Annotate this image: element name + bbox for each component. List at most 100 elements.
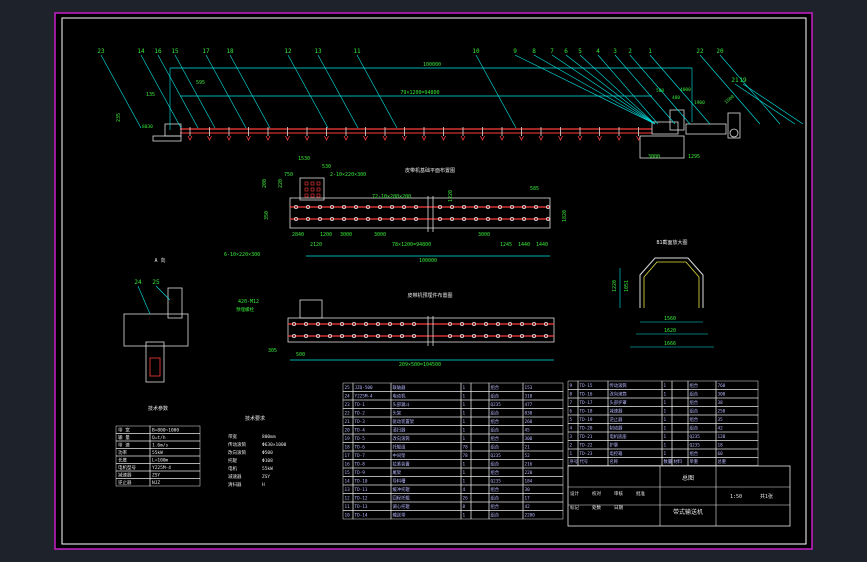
parts_right-text: 1 — [664, 383, 667, 389]
tech-param-key: 逆止器 — [118, 479, 132, 486]
head-frame — [651, 121, 679, 135]
idler-foot — [558, 135, 563, 141]
balloon-4: 4 — [596, 48, 600, 55]
balloon-22: 22 — [696, 48, 704, 55]
plan1-bolt — [389, 204, 394, 209]
plan1-bolt — [317, 204, 322, 209]
balloon-17: 17 — [202, 48, 210, 55]
plan1-head-pad — [299, 177, 325, 201]
support-b-label: 1295 — [688, 154, 700, 160]
parts-header-text: 总重 — [718, 458, 727, 465]
plan2-bolt — [544, 333, 549, 338]
plan2-bolt — [339, 321, 344, 326]
tech-param-value: Q=t/h — [152, 435, 166, 441]
parts_right-text: 1 — [664, 443, 667, 449]
parts_left-text: 联轴器 — [393, 384, 407, 391]
support-a-label: 3000 — [648, 154, 660, 160]
parts-header-cell — [715, 457, 759, 466]
plan1-top-b: 530 — [322, 164, 331, 170]
plan1-bolt — [485, 216, 490, 221]
plan1-bolt — [377, 204, 382, 209]
plan1-seg-b: 1200 — [320, 232, 332, 238]
idler-foot — [538, 135, 544, 141]
plan2-bolt — [459, 321, 464, 326]
plan1-bolt — [509, 216, 514, 221]
plan2-bolt — [387, 333, 392, 338]
tb-label: 日期 — [614, 505, 623, 511]
parts_right-text: TD-20 — [580, 426, 593, 432]
parts_left-text: 头部漏斗 — [393, 401, 411, 408]
leader-23 — [100, 54, 142, 129]
balloon-13: 13 — [314, 48, 322, 55]
plan2-bolt — [327, 321, 332, 326]
idler-foot — [226, 135, 232, 141]
tb-label: 标记 — [570, 504, 579, 511]
parts_right-text: 300 — [718, 392, 726, 398]
tech-req-title: 技术要求 — [245, 415, 265, 422]
plan1-outline — [289, 197, 551, 229]
parts_left-text: Q235 — [491, 479, 502, 485]
parts_left-text: 78 — [463, 453, 469, 459]
right-f-label: 1900 — [694, 100, 705, 106]
plan1-anchor — [316, 181, 321, 186]
parts_left-text: 组合 — [491, 435, 500, 442]
parts_left-text: 21 — [525, 445, 531, 451]
parts_left-text: 头架 — [393, 410, 402, 417]
plan1-anchor-a: 2-10×220×300 — [330, 172, 366, 178]
parts_right-text: 电控箱 — [610, 450, 624, 457]
plan2-bolt — [339, 333, 344, 338]
tech-param-value: L=100m — [152, 458, 169, 464]
leader-25 — [155, 285, 171, 301]
parts_left-text: 15 — [345, 470, 351, 476]
plan1-anchor-c: 6-10×220×300 — [224, 252, 260, 258]
leader-3 — [614, 54, 676, 125]
detail-a-base — [123, 313, 189, 347]
tb-drawing-name: 带式输送机 — [673, 508, 703, 516]
parts_right-text: 760 — [718, 383, 726, 389]
parts_left-text: 20 — [345, 428, 351, 434]
parts_left-text: 组合 — [491, 418, 500, 425]
parts_left-text: 1 — [463, 419, 466, 425]
parts_left-text: 改向滚筒 — [393, 435, 411, 442]
parts_right-text: 制动器 — [610, 425, 624, 432]
parts_right-text: 组合 — [690, 425, 699, 432]
idler-foot — [304, 135, 310, 141]
parts_left-text: 78 — [463, 445, 469, 451]
plan2-head-pad — [299, 299, 323, 319]
side-view: 10000079×1200=94800595135235803050048040… — [97, 48, 804, 160]
parts_left-text: 42 — [525, 504, 531, 510]
parts_left-text: TD-3 — [355, 419, 366, 425]
leader-7 — [551, 54, 656, 125]
plan2-bolt — [471, 321, 476, 326]
balloon-16: 16 — [154, 48, 162, 55]
parts_left-text: 153 — [525, 385, 533, 391]
plan1-right-b: 1440 — [518, 242, 530, 248]
plan2-bolt — [291, 321, 296, 326]
plan2-bolt — [303, 321, 308, 326]
plan1-anchor — [316, 193, 321, 198]
parts_left-text: 8 — [463, 504, 466, 510]
balloon-25: 25 — [152, 279, 160, 286]
parts_left-text: TD-7 — [355, 453, 366, 459]
balloon-2: 2 — [628, 48, 632, 55]
balloon-12: 12 — [284, 48, 292, 55]
tech-param-key: 长度 — [118, 457, 127, 464]
tech-req-key: 清扫器 — [228, 481, 242, 488]
parts_right-text: 7 — [570, 400, 573, 406]
drive-frame — [685, 123, 727, 135]
idler-foot — [441, 135, 446, 141]
tech-param-value: Y225M-4 — [152, 465, 171, 471]
plan1-anchor — [310, 187, 315, 192]
plan1-height: 1220 — [448, 190, 454, 202]
balloon-20: 20 — [716, 48, 724, 55]
parts_left-text: 25 — [345, 385, 351, 391]
parts_right-text: 6 — [570, 409, 573, 415]
plan2-bolt-note: 预埋螺栓 — [236, 306, 254, 313]
balloon-3: 3 — [613, 48, 617, 55]
plan1-seg-e: 3000 — [374, 232, 386, 238]
right-a-label: 500 — [656, 88, 664, 94]
leader-17 — [205, 54, 247, 129]
